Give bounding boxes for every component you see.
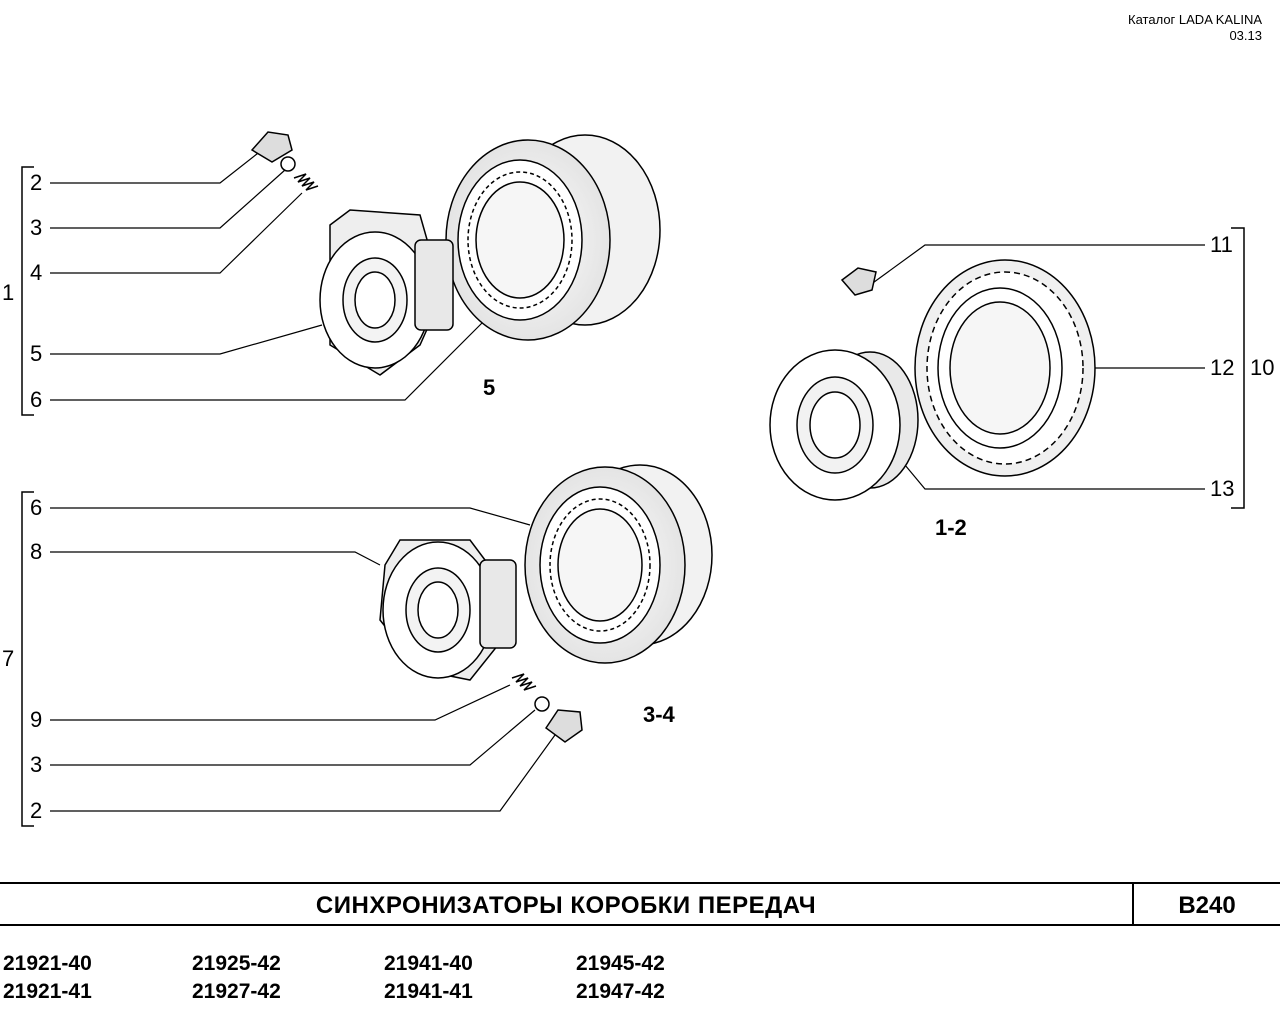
callout-13: 13	[1210, 476, 1235, 501]
model-code: 21945-42	[576, 952, 665, 975]
synchronizer-1-2	[769, 259, 1096, 501]
bracket-group-7	[21, 491, 34, 827]
ball-3-bottom	[534, 696, 550, 712]
leader-lines	[50, 149, 1205, 812]
callout-3-top: 3	[30, 215, 43, 240]
callout-2-bottom: 2	[30, 798, 43, 823]
hub-5	[319, 209, 454, 376]
model-code: 21921-41	[3, 980, 92, 1003]
callout-6-top: 6	[30, 387, 43, 412]
hub-13	[769, 349, 919, 501]
section-code: B240	[1178, 892, 1236, 919]
synchronizer-3-4	[379, 464, 713, 743]
spring-9-bottom	[511, 673, 537, 691]
key-11	[840, 267, 877, 296]
callout-10: 10	[1250, 355, 1275, 380]
catalog-title: Каталог LADA KALINA	[1128, 12, 1262, 27]
catalog-date: 03.13	[1229, 28, 1262, 43]
hub-34	[379, 539, 517, 681]
key-2-top	[250, 131, 293, 163]
callout-2-top: 2	[30, 170, 43, 195]
model-code: 21941-40	[384, 952, 473, 975]
sleeve-12	[914, 259, 1096, 477]
callout-6-bottom: 6	[30, 495, 43, 520]
group-label-1-2: 1-2	[935, 515, 967, 540]
sleeve-5	[445, 134, 661, 341]
group-label-5: 5	[483, 375, 496, 400]
callout-3-bottom: 3	[30, 752, 43, 777]
group-label-3-4: 3-4	[643, 702, 675, 727]
callout-5: 5	[30, 341, 43, 366]
callout-7: 7	[2, 646, 15, 671]
model-code: 21947-42	[576, 980, 665, 1003]
title-bar: СИНХРОНИЗАТОРЫ КОРОБКИ ПЕРЕДАЧ B240	[0, 882, 1280, 926]
callout-1: 1	[2, 280, 15, 305]
bracket-group-1	[21, 166, 34, 416]
callout-8: 8	[30, 539, 43, 564]
parts-diagram	[21, 131, 1245, 827]
synchronizer-5	[250, 131, 661, 376]
model-code: 21941-41	[384, 980, 473, 1003]
model-code: 21921-40	[3, 952, 92, 975]
ball-3-top	[280, 156, 296, 172]
callout-11: 11	[1210, 232, 1233, 257]
callout-12: 12	[1210, 355, 1235, 380]
bracket-group-10	[1231, 227, 1245, 509]
page-title: СИНХРОНИЗАТОРЫ КОРОБКИ ПЕРЕДАЧ	[315, 892, 817, 919]
sleeve-34	[524, 464, 713, 664]
callout-4: 4	[30, 260, 43, 285]
title-divider	[1132, 884, 1134, 924]
key-2-bottom	[544, 709, 583, 743]
model-code: 21927-42	[192, 980, 281, 1003]
spring-4-top	[293, 173, 319, 191]
callout-9: 9	[30, 707, 43, 732]
model-code: 21925-42	[192, 952, 281, 975]
